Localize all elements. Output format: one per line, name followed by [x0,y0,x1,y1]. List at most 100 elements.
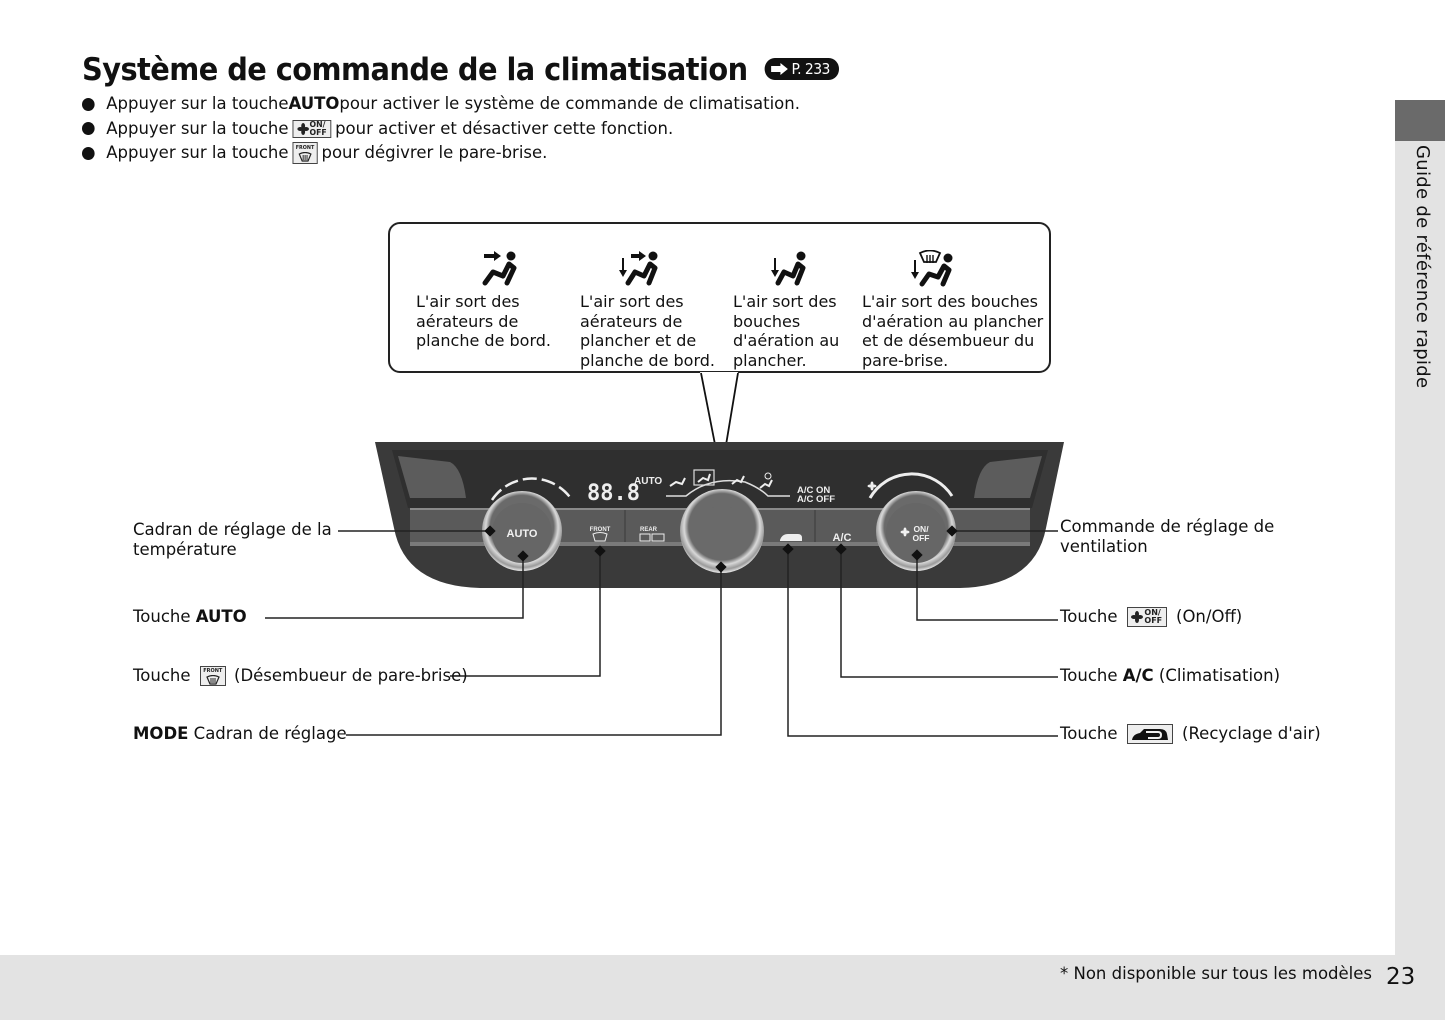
label-text: (Recyclage d'air) [1176,724,1321,743]
instruction-item: Appuyer sur la touche ON/OFF pour active… [82,117,800,142]
side-tab-marker [1395,100,1445,141]
defrost-button-callout: Touche FRONT (Désembueur de pare-brise) [133,666,468,686]
temp-display: 88.8 [587,481,640,506]
mode-item-face: L'air sort des aérateurs de planche de b… [416,250,566,351]
page-number: 23 [1386,964,1416,990]
label-line: ventilation [1060,537,1148,556]
ac-button-callout: Touche A/C (Climatisation) [1060,666,1280,686]
mode-description-line: et de désembueur du [862,331,1035,350]
off-text: OFF [309,127,327,137]
page-reference-link[interactable]: P. 233 [764,57,840,80]
label-text: Touche [1060,724,1123,743]
on-off-button-callout: Touche ON/OFF (On/Off) [1060,607,1242,627]
bullet-icon [82,97,95,111]
auto-button-callout: Touche AUTO [133,607,247,627]
label-text: Touche [133,607,196,626]
instruction-text: pour activer le système de commande de c… [339,94,800,114]
label-line: Cadran de réglage de la [133,520,332,539]
mode-dial-callout: MODE Cadran de réglage [133,724,347,744]
front-text: FRONT [203,668,223,674]
fan-dial-label: Commande de réglage de ventilation [1060,517,1274,557]
mode-description-line: planche de bord. [416,331,551,350]
recirculation-key-icon [1126,724,1173,744]
footer-bar [0,955,1445,1020]
front-defrost-key-icon: FRONT [292,142,318,165]
vent-face-icon [416,250,586,288]
ac-button-label: A/C [833,532,852,544]
mode-description-line: d'aération au [733,331,840,350]
side-tab [1395,100,1445,955]
mode-description-line: L'air sort des [733,292,837,311]
mode-description-line: L'air sort des [580,292,684,311]
label-bold: MODE [133,724,189,743]
fan-on-off-key-icon: ON/OFF [292,119,332,138]
label-text: (Désembueur de pare-brise) [228,666,468,685]
ac-on-indicator: A/C ON [797,485,830,496]
bullet-icon [82,122,95,136]
fan-on-off-key-icon: ON/OFF [1126,607,1167,627]
fan-icon [296,122,309,135]
label-text: Touche [1060,607,1123,626]
ac-off-indicator: A/C OFF [797,494,835,505]
label-text: (Climatisation) [1153,666,1281,685]
rear-defrost-button-label: REAR [640,527,658,533]
mode-description-line: aérateurs de [580,311,683,331]
instruction-text: pour dégivrer le pare-brise. [321,143,548,163]
mode-description-line: d'aération au plancher [862,311,1044,331]
mode-description-line: planche de bord. [580,350,715,370]
front-text: FRONT [295,145,315,152]
auto-indicator: AUTO [634,476,662,487]
bullet-icon [82,146,95,160]
page-title-text: Système de commande de la climatisation [82,52,748,88]
fan-indicator-icon [867,481,877,491]
label-bold: A/C [1122,666,1154,685]
mode-description-line: pare-brise. [862,350,949,370]
label-text: Touche [1060,666,1123,685]
auto-keyword: AUTO [288,94,340,114]
climate-control-panel: 88.8 AUTO A/C ON A/C OFF AUTO ON/ OFF FR… [375,442,1064,588]
on-text: ON/ [309,119,326,129]
temperature-dial-label: Cadran de réglage de la température [133,520,332,560]
label-text: Cadran de réglage [188,724,347,743]
auto-button-label: AUTO [507,528,538,540]
recirculation-button-callout: Touche (Recyclage d'air) [1060,724,1321,744]
mode-description-line: plancher. [733,350,807,370]
instructions-list: Appuyer sur la touche AUTO pour activer … [82,92,800,166]
on-text: ON/ [1144,608,1161,617]
arrow-right-icon [770,62,788,75]
instruction-text: Appuyer sur la touche [106,94,289,114]
mode-item-floor: L'air sort des bouches d'aération au pla… [733,250,853,370]
page-title: Système de commande de la climatisation … [82,50,840,90]
off-text: OFF [1144,616,1163,625]
side-tab-label[interactable]: Guide de référence rapide [1412,145,1433,389]
windshield-defrost-icon [298,152,312,162]
car-recirculation-icon [1131,729,1168,740]
mode-item-floor-face: L'air sort des aérateurs de plancher et … [580,250,730,370]
instruction-text: Appuyer sur la touche [106,143,289,163]
front-defrost-key-icon: FRONT [199,666,226,686]
label-line: Commande de réglage de [1060,517,1275,536]
label-line: température [133,540,237,559]
vent-floor-face-icon [580,250,700,288]
vent-floor-defrost-icon [862,250,1002,288]
on-off-button-off: OFF [913,533,930,543]
instruction-text: pour activer et désactiver cette fonctio… [335,118,674,139]
instruction-text: Appuyer sur la touche [106,118,289,139]
fan-icon [1131,611,1144,623]
instruction-item: Appuyer sur la touche AUTO pour activer … [82,92,800,117]
label-text: (On/Off) [1170,607,1243,626]
mode-item-floor-defrost: L'air sort des bouches d'aération au pla… [862,250,1044,370]
mode-description-line: aérateurs de [416,311,519,331]
display-mode-icons [669,472,773,489]
mode-description-line: plancher et de [580,331,697,350]
mode-description-line: L'air sort des [416,292,520,311]
vent-floor-icon [733,250,843,288]
recirculation-button-icon [780,534,802,541]
mode-callout-bubble [388,222,1051,373]
label-bold: AUTO [195,607,247,626]
page-reference-text: P. 233 [791,59,830,78]
front-defrost-button-label: FRONT [590,527,611,533]
on-off-button-on: ON/ [913,524,929,534]
label-text: Touche [133,666,196,685]
mode-description-line: L'air sort des bouches [862,292,1038,311]
